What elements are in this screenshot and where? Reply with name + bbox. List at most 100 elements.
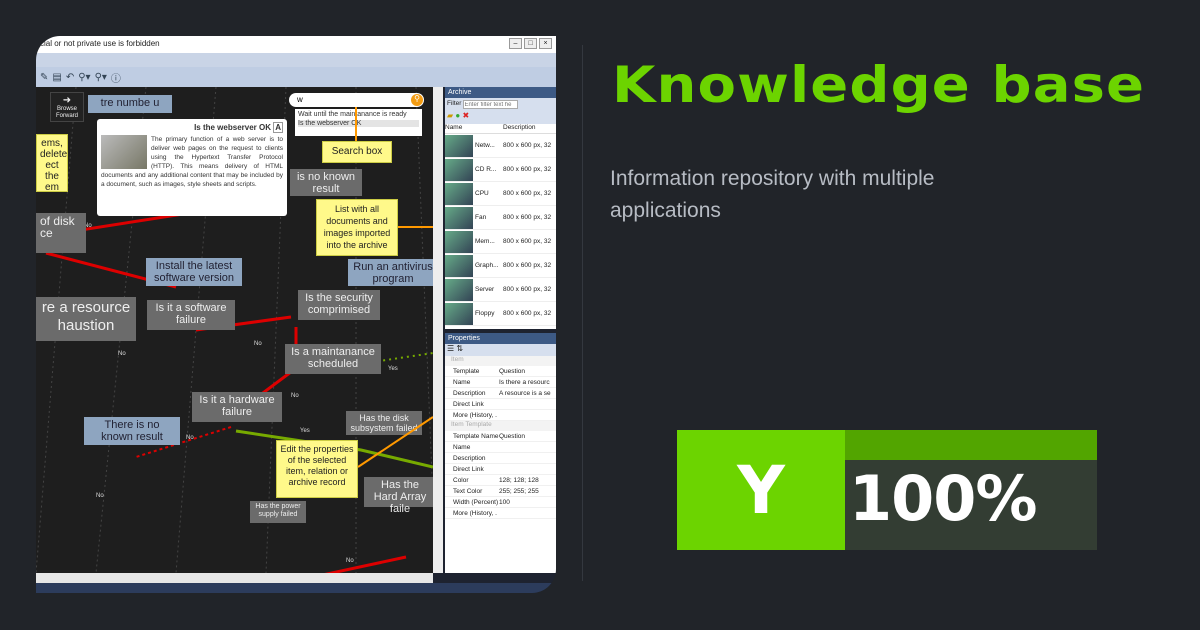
property-value[interactable]: 255; 255; 255 bbox=[499, 487, 539, 495]
edge-label: No bbox=[346, 558, 354, 564]
status-bar bbox=[36, 583, 556, 593]
archive-row[interactable]: Server 800 x 600 px, 32 bbox=[445, 278, 556, 302]
search-result[interactable]: Is the webserver OK bbox=[298, 120, 419, 127]
diagram-node[interactable]: of disk ce bbox=[36, 213, 86, 253]
property-row[interactable]: More (History, . bbox=[445, 410, 556, 421]
archive-desc: 800 x 600 px, 32 bbox=[503, 286, 552, 293]
badge-value: 100% bbox=[849, 462, 1038, 535]
undo-icon[interactable]: ↶ bbox=[65, 71, 75, 83]
diagram-node[interactable]: Is it a software failure bbox=[147, 300, 235, 330]
diagram-node[interactable]: There is no known result bbox=[84, 417, 180, 445]
canvas-vertical-scrollbar[interactable] bbox=[433, 87, 443, 573]
pin-icon[interactable]: ✎ bbox=[40, 71, 49, 83]
property-value[interactable]: Question bbox=[499, 432, 526, 440]
edge-label: No bbox=[84, 223, 92, 229]
diagram-node[interactable]: Run an antivirus program bbox=[348, 259, 433, 286]
property-key: Description bbox=[453, 454, 486, 462]
diagram-node[interactable]: Has the disk subsystem failed bbox=[346, 411, 422, 435]
archive-desc: 800 x 600 px, 32 bbox=[503, 142, 552, 149]
server-image bbox=[101, 135, 147, 169]
property-key: More (History, . bbox=[453, 509, 497, 517]
property-row[interactable]: Description bbox=[445, 453, 556, 464]
diagram-node[interactable]: Is it a hardware failure bbox=[192, 392, 282, 422]
app-screenshot: cial or not private use is forbidden –□×… bbox=[36, 36, 556, 593]
diagram-node[interactable]: Is a maintanance scheduled bbox=[285, 344, 381, 374]
property-row[interactable]: Direct Link bbox=[445, 464, 556, 475]
archive-row[interactable]: CD R...800 x 600 px, 32 bbox=[445, 158, 556, 182]
thumbnail-image bbox=[445, 230, 473, 253]
toolbar: ✎▤↶⚲▾⚲▾ⓘ bbox=[36, 67, 556, 87]
archive-row[interactable]: Graph...800 x 600 px, 32 bbox=[445, 254, 556, 278]
property-row[interactable]: Width (Percent)100 bbox=[445, 497, 556, 508]
archive-name: Graph... bbox=[475, 262, 499, 269]
property-value[interactable]: A resource is a se bbox=[499, 389, 551, 397]
edge-label: No bbox=[96, 493, 104, 499]
score-badge: Y 100% bbox=[677, 430, 1097, 550]
archive-name: Netw... bbox=[475, 142, 495, 149]
property-key: Name bbox=[453, 378, 471, 386]
edge-label: No bbox=[186, 435, 194, 441]
item-tooltip: Is the webserver OK A The primary functi… bbox=[97, 119, 287, 216]
archive-row[interactable]: Mem...800 x 600 px, 32 bbox=[445, 230, 556, 254]
property-value[interactable]: 100 bbox=[499, 498, 510, 506]
zoom-icon[interactable]: ⚲▾ bbox=[78, 71, 91, 83]
archive-name: Mem... bbox=[475, 238, 495, 245]
diagram-node[interactable]: Is the security comprimised bbox=[298, 290, 380, 320]
property-key: Name bbox=[453, 443, 471, 451]
property-value[interactable]: Is there a resourc bbox=[499, 378, 550, 386]
diagram-note[interactable]: ems, delete ect the em bbox=[36, 134, 68, 193]
diagram-node[interactable]: re a resource haustion bbox=[36, 297, 136, 341]
add-icon[interactable]: ● bbox=[455, 111, 461, 120]
diagram-node[interactable]: Has the Hard Array faile bbox=[364, 477, 433, 515]
archive-filter-input[interactable] bbox=[463, 100, 519, 109]
window-title: cial or not private use is forbidden –□× bbox=[36, 36, 556, 53]
font-icon[interactable]: A bbox=[273, 122, 283, 133]
categorized-icon[interactable]: ☰ bbox=[447, 344, 455, 353]
property-row[interactable]: Direct Link bbox=[445, 399, 556, 410]
property-row[interactable]: Name Is there a resourc bbox=[445, 377, 556, 388]
minimize-button[interactable]: – bbox=[509, 38, 522, 49]
canvas-horizontal-scrollbar[interactable] bbox=[36, 573, 433, 583]
diagram-node[interactable]: is no known result bbox=[290, 169, 362, 196]
maximize-button[interactable]: □ bbox=[524, 38, 537, 49]
zoom-out-icon[interactable]: ⚲▾ bbox=[94, 71, 107, 83]
property-row[interactable]: Name bbox=[445, 442, 556, 453]
add-folder-icon[interactable]: ▰ bbox=[447, 111, 454, 120]
delete-icon[interactable]: ✖ bbox=[462, 111, 470, 120]
property-value[interactable]: 128; 128; 128 bbox=[499, 476, 539, 484]
help-icon[interactable]: ⓘ bbox=[110, 73, 121, 85]
archive-row[interactable]: Netw... 800 x 600 px, 32 bbox=[445, 134, 556, 158]
search-icon[interactable]: ⚲ bbox=[411, 94, 423, 106]
archive-name: CPU bbox=[475, 190, 489, 197]
close-button[interactable]: × bbox=[539, 38, 552, 49]
archive-desc: 800 x 600 px, 32 bbox=[503, 310, 552, 317]
property-row[interactable]: Text Color 255; 255; 255 bbox=[445, 486, 556, 497]
diagram-node[interactable]: Has the power supply failed bbox=[250, 501, 306, 523]
property-key: Direct Link bbox=[453, 400, 484, 408]
thumbnail-image bbox=[445, 134, 473, 157]
sort-az-icon[interactable]: ⇅ bbox=[456, 344, 464, 353]
property-value[interactable]: Question bbox=[499, 367, 526, 375]
thumbnail-image bbox=[445, 302, 473, 325]
diagram-node[interactable]: Install the latest software version bbox=[146, 258, 242, 286]
property-key: Template Name bbox=[453, 432, 499, 440]
search-result[interactable]: Wait until the maintanance is ready bbox=[298, 111, 407, 118]
property-row[interactable]: More (History, . bbox=[445, 508, 556, 519]
diagram-node[interactable]: tre numbe u bbox=[88, 95, 172, 113]
print-icon[interactable]: ▤ bbox=[52, 71, 62, 83]
diagram-canvas[interactable]: No No No No No Yes Yes No No ➜Browse For… bbox=[36, 87, 433, 573]
browse-forward-button[interactable]: ➜Browse Forward bbox=[50, 92, 84, 122]
property-key: Text Color bbox=[453, 487, 483, 495]
search-results: Wait until the maintanance is ready Is t… bbox=[295, 109, 422, 136]
search-input[interactable]: w⚲ bbox=[289, 93, 424, 107]
archive-name: Server bbox=[475, 286, 495, 293]
